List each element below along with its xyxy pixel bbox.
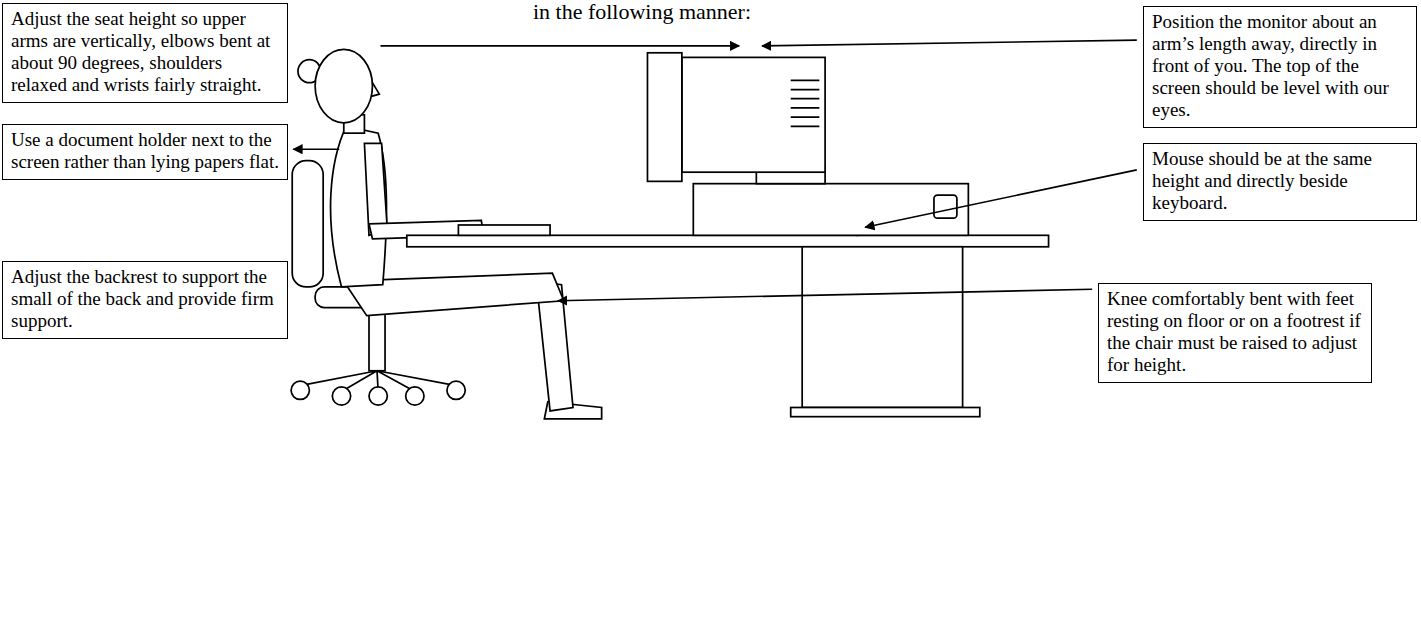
seated-person-part (315, 49, 372, 122)
callout-text: Use a document holder next to the screen… (11, 129, 279, 173)
callout-box: Position the monitor about an arm’s leng… (1143, 6, 1417, 128)
leader-line (762, 40, 1137, 46)
office-chair-part (369, 387, 387, 405)
computer-desk-part (407, 235, 1049, 246)
computer-desk-part (693, 184, 968, 236)
leader-line (558, 289, 1092, 300)
callout-box: Use a document holder next to the screen… (2, 124, 288, 180)
leader-lines (293, 40, 1136, 301)
office-chair-part (447, 381, 465, 399)
computer-desk (407, 53, 1049, 417)
leader-line (865, 170, 1137, 227)
callout-text: Adjust the seat height so upper arms are… (11, 8, 279, 96)
seated-person (298, 49, 602, 419)
office-chair-part (406, 387, 424, 405)
callout-text: Knee comfortably bent with feet resting … (1107, 288, 1363, 376)
callout-box: Mouse should be at the same height and d… (1143, 143, 1417, 221)
computer-desk-part (682, 57, 825, 172)
leader-line (293, 148, 339, 150)
office-chair-part (292, 161, 323, 287)
callout-box: Adjust the seat height so upper arms are… (2, 3, 288, 103)
office-chair-part (291, 381, 309, 399)
computer-desk-part (934, 195, 957, 218)
computer-desk-part (791, 407, 980, 416)
computer-desk-part (802, 247, 962, 408)
computer-desk-part (791, 80, 820, 126)
seated-person-part (331, 126, 387, 287)
office-chair-part (369, 308, 385, 371)
leader-line (380, 45, 739, 47)
seated-person-part (364, 143, 387, 235)
callout-box: Knee comfortably bent with feet resting … (1098, 283, 1372, 383)
callout-text: Adjust the backrest to support the small… (11, 266, 279, 332)
callout-text: Position the monitor about an arm’s leng… (1152, 11, 1408, 121)
computer-desk-part (458, 225, 550, 235)
heading-fragment: in the following manner: (533, 0, 751, 24)
callout-text: Mouse should be at the same height and d… (1152, 148, 1408, 214)
office-chair-part (332, 387, 350, 405)
seated-person-part (371, 83, 379, 97)
callout-box: Adjust the backrest to support the small… (2, 261, 288, 339)
computer-desk-part (647, 53, 681, 182)
